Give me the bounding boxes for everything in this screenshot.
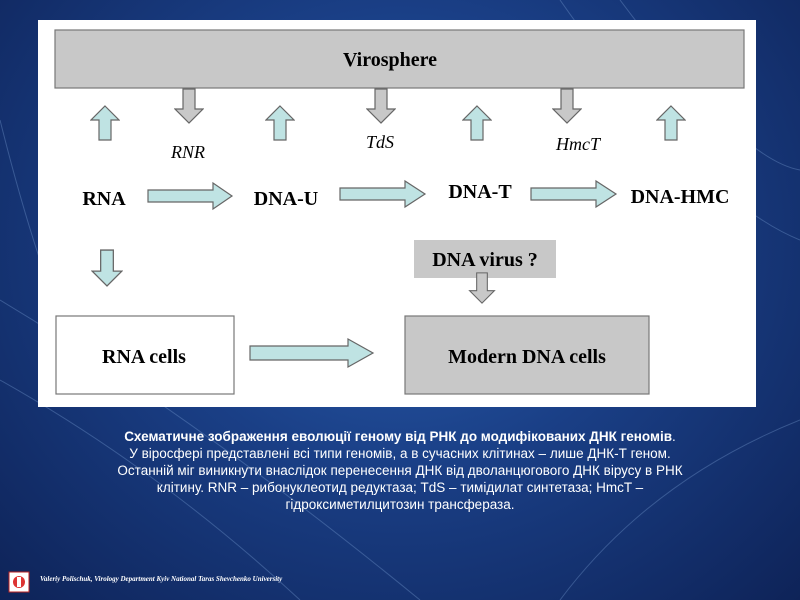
down-arrow-tds: [366, 88, 396, 124]
down-arrow-hmct: [552, 88, 582, 124]
dna-virus-box: [414, 240, 556, 278]
enzyme-label-tds: TdS: [366, 132, 394, 152]
footer-credit: Valeriy Polischuk, Virology Department K…: [40, 575, 283, 583]
arrow-rna-cells-to-modern: [249, 337, 375, 369]
genome-evolution-diagram: Virosphere RNR TdS HmcT RNA DNA-U DNA-T …: [54, 29, 745, 395]
university-logo-icon: [8, 571, 30, 593]
down-arrow-rna-cells: [91, 249, 123, 287]
arrow-rna-to-dna-u: [147, 181, 234, 211]
caption-line-4: гідроксиметилцитозин трансфераза.: [285, 497, 515, 512]
up-arrow-dna-hmc: [656, 105, 686, 141]
node-dna-hmc: DNA-HMC: [631, 186, 730, 208]
node-dna-u: DNA-U: [254, 188, 318, 210]
caption-title-end: .: [672, 429, 676, 444]
modern-dna-cells-box: [404, 315, 650, 395]
arrow-dna-u-to-dna-t: [339, 179, 427, 209]
caption-title: Схематичне зображення еволюції геному ві…: [124, 429, 673, 444]
diagram-panel: Virosphere RNR TdS HmcT RNA DNA-U DNA-T …: [38, 20, 756, 407]
up-arrow-rna: [90, 105, 120, 141]
enzyme-label-rnr: RNR: [170, 142, 205, 162]
caption-line-1: У віросфері представлені всі типи геномі…: [129, 446, 671, 461]
down-arrow-rnr: [174, 88, 204, 124]
dna-virus-label: DNA virus ?: [432, 249, 538, 271]
node-dna-t: DNA-T: [448, 181, 512, 203]
rna-cells-label: RNA cells: [102, 346, 186, 368]
caption-title-line: Схематичне зображення еволюції геному ві…: [40, 428, 760, 445]
figure-caption: Схематичне зображення еволюції геному ві…: [40, 428, 760, 513]
up-arrow-dna-u: [265, 105, 295, 141]
arrow-dna-t-to-dna-hmc: [530, 179, 618, 209]
enzyme-label-hmct: HmcT: [555, 134, 602, 154]
virosphere-box: [54, 29, 745, 89]
node-rna: RNA: [82, 188, 126, 210]
virosphere-label: Virosphere: [343, 49, 437, 71]
modern-dna-cells-label: Modern DNA cells: [448, 346, 606, 368]
caption-line-2: Останній міг виникнути внаслідок перенес…: [117, 463, 683, 478]
up-arrow-dna-t: [462, 105, 492, 141]
caption-line-3: клітину. RNR – рибонуклеотид редуктаза; …: [156, 480, 644, 495]
rna-cells-box: [55, 315, 235, 395]
